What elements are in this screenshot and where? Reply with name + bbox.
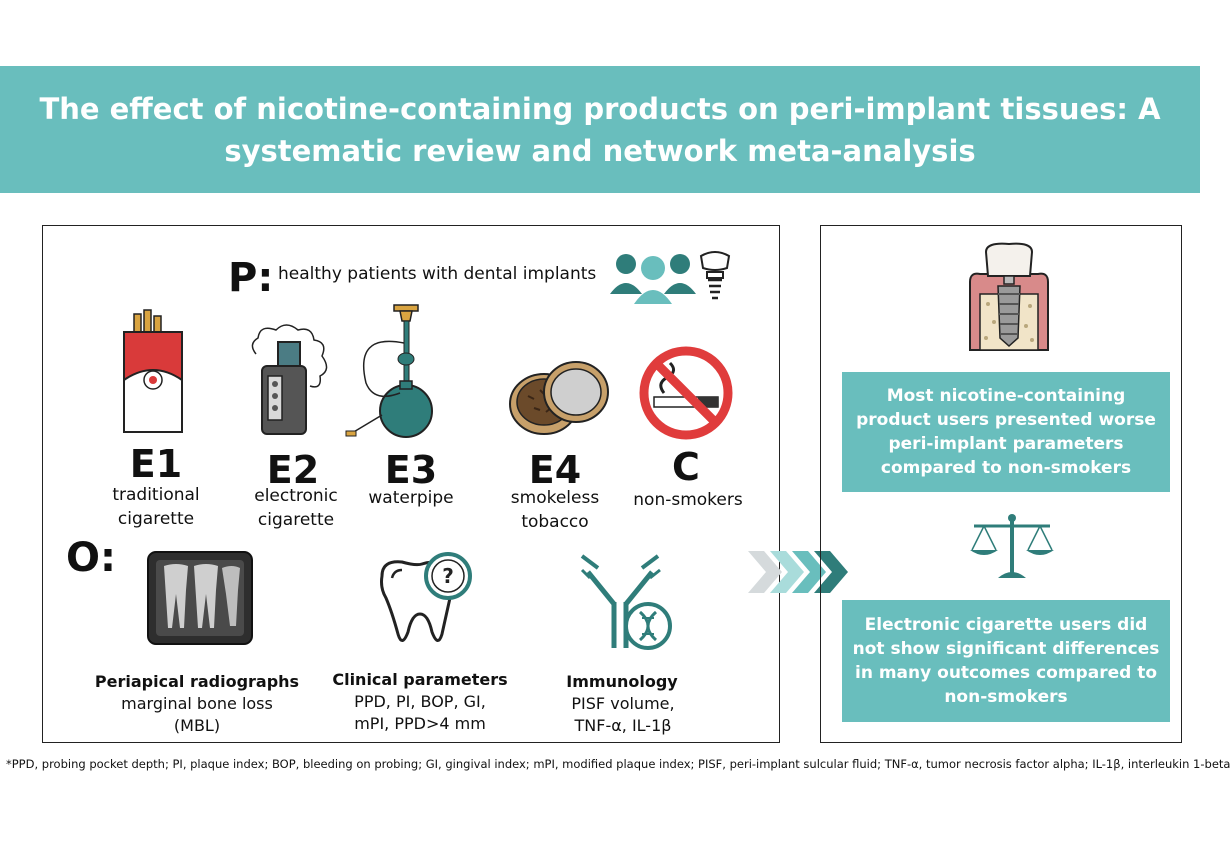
population-letter: P: bbox=[228, 255, 274, 301]
finding-2: Electronic cigarette users did not show … bbox=[842, 600, 1170, 722]
chevron-arrows-icon bbox=[748, 551, 848, 593]
antibody-dna-icon bbox=[580, 554, 672, 650]
exposure-e4-label: smokeless tobacco bbox=[510, 488, 600, 532]
exposure-e1-label: traditional cigarette bbox=[112, 485, 200, 529]
comparator-label: non-smokers bbox=[633, 490, 743, 510]
exposure-e3-code: E3 bbox=[384, 448, 438, 492]
findings-panel bbox=[820, 225, 1182, 743]
finding-1: Most nicotine-containing product users p… bbox=[842, 372, 1170, 492]
no-smoking-icon bbox=[639, 346, 733, 440]
page-title: The effect of nicotine-containing produc… bbox=[39, 91, 1161, 168]
balance-scale-icon bbox=[970, 514, 1054, 578]
hookah-icon bbox=[345, 304, 433, 438]
outcome-radiographs-desc: marginal bone loss (MBL) bbox=[121, 694, 273, 735]
dental-implant-icon bbox=[699, 251, 731, 300]
radiograph-icon bbox=[147, 551, 253, 645]
svg-text:?: ? bbox=[442, 564, 454, 588]
population-text: healthy patients with dental implants bbox=[278, 264, 597, 284]
tooth-question-icon: ? bbox=[380, 552, 472, 642]
pico-panel bbox=[42, 225, 780, 743]
exposure-e2-code: E2 bbox=[266, 448, 320, 492]
outcome-letter: O: bbox=[66, 535, 116, 581]
outcome-clinical-title: Clinical parameters bbox=[332, 670, 508, 689]
people-group-icon bbox=[610, 254, 696, 304]
tobacco-tin-icon bbox=[509, 361, 609, 435]
abbreviations-footnote: *PPD, probing pocket depth; PI, plaque i… bbox=[6, 757, 1230, 771]
outcome-radiographs-title: Periapical radiographs bbox=[94, 672, 300, 691]
outcome-immunology-title: Immunology bbox=[566, 672, 678, 691]
exposure-e3-label: waterpipe bbox=[368, 488, 454, 508]
implant-in-bone-icon bbox=[969, 242, 1049, 351]
comparator-code: C bbox=[672, 445, 700, 489]
vape-device-icon bbox=[251, 324, 328, 435]
exposure-e1-code: E1 bbox=[129, 442, 183, 486]
outcome-immunology-desc: PISF volume, TNF-α, IL-1β bbox=[571, 694, 675, 735]
exposure-e2-label: electronic cigarette bbox=[254, 486, 338, 530]
cigarette-pack-icon bbox=[123, 309, 183, 433]
outcome-clinical-desc: PPD, PI, BOP, GI, mPI, PPD>4 mm bbox=[354, 692, 486, 733]
exposure-e4-code: E4 bbox=[528, 448, 582, 492]
title-banner: The effect of nicotine-containing produc… bbox=[0, 66, 1200, 193]
